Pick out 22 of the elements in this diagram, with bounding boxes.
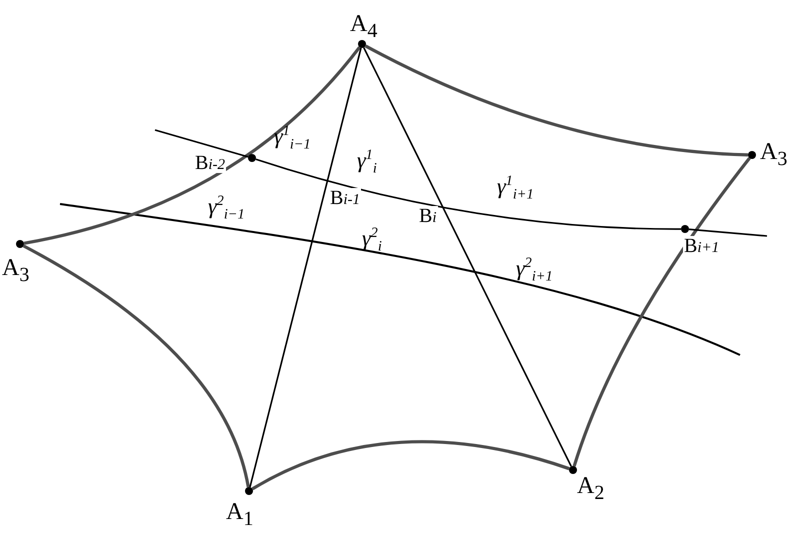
point-dot	[681, 225, 689, 233]
point-label: A$_{3}$	[2, 256, 30, 285]
point-dot	[358, 40, 366, 48]
curve-line	[154, 129, 248, 158]
curve-line	[22, 244, 250, 488]
point-dot	[569, 466, 577, 474]
point-dot	[248, 154, 256, 162]
point-dot	[16, 240, 24, 248]
curve-line	[688, 228, 768, 237]
curve-line	[249, 48, 362, 488]
point-dot	[748, 151, 756, 159]
point-label: A$_{2}$	[577, 474, 604, 503]
curve-line	[572, 157, 751, 467]
point-label: A$_{1}$	[226, 500, 254, 529]
curve-line	[24, 46, 361, 245]
curve-line	[363, 47, 572, 467]
curve-line	[256, 158, 681, 230]
point-label: A$_{3}$	[760, 140, 788, 169]
point-dot	[245, 487, 253, 495]
curve-line	[252, 440, 570, 490]
curve-line	[364, 44, 748, 156]
point-label: A$_{4}$	[350, 12, 378, 41]
